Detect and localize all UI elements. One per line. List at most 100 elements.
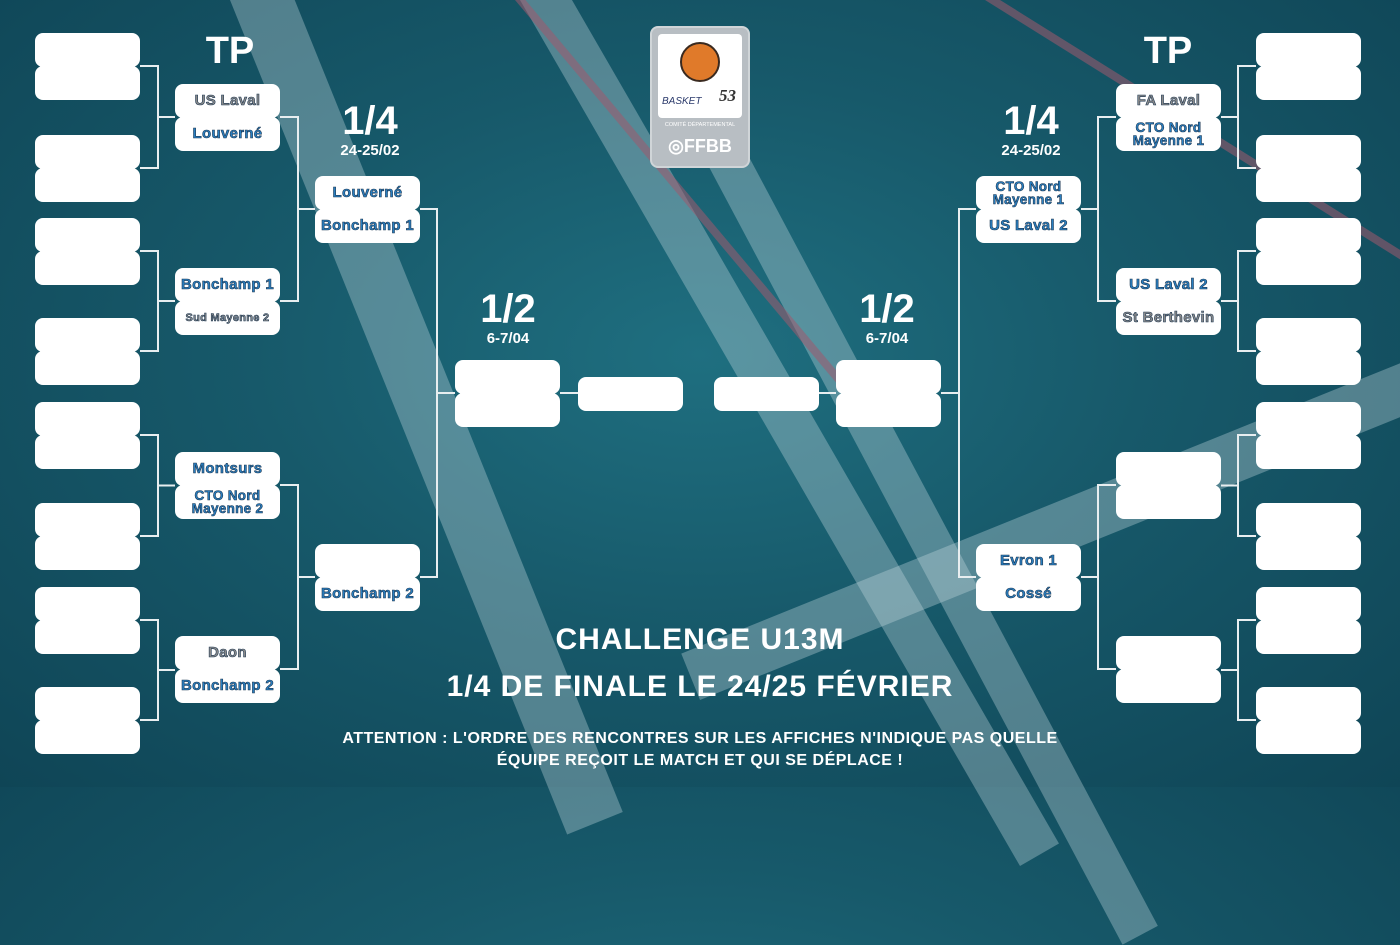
connector-line (1097, 116, 1116, 302)
team-name: Sud Mayenne 2 (185, 312, 270, 325)
connector-line (140, 250, 159, 352)
team-slot (35, 66, 140, 100)
round-of-16-box (35, 402, 140, 469)
team-slot: Bonchamp 1 (175, 268, 280, 302)
team-slot (1256, 135, 1361, 169)
connector-line (1237, 250, 1256, 352)
team-slot (1256, 503, 1361, 537)
team-name: Louverné (192, 125, 263, 142)
connector-line (958, 208, 976, 578)
team-slot (35, 620, 140, 654)
team-slot (1116, 485, 1221, 519)
team-slot (35, 318, 140, 352)
left-semi-match (455, 360, 560, 427)
team-name: Daon (208, 644, 247, 661)
team-slot: Sud Mayenne 2 (175, 301, 280, 335)
team-name: Bonchamp 1 (320, 217, 414, 234)
team-name: CTO Nord Mayenne 2 (191, 488, 264, 516)
team-slot (1256, 318, 1361, 352)
team-slot (1256, 351, 1361, 385)
team-name: Bonchamp 2 (180, 677, 274, 694)
team-slot (1256, 587, 1361, 621)
team-slot: St Berthevin (1116, 301, 1221, 335)
challenge-title: CHALLENGE U13M (555, 623, 845, 656)
team-slot: Evron 1 (976, 544, 1081, 578)
team-name: Bonchamp 2 (320, 585, 414, 602)
team-slot: CTO Nord Mayenne 1 (976, 176, 1081, 210)
notice-line-2: ÉQUIPE REÇOIT LE MATCH ET QUI SE DÉPLACE… (496, 752, 904, 769)
right-finalist-slot (714, 377, 819, 411)
team-name: Montsurs (192, 460, 263, 477)
round-of-16-box (35, 33, 140, 100)
round-of-16-box (1256, 318, 1361, 385)
team-name: US Laval 2 (1129, 276, 1208, 293)
team-slot: Bonchamp 2 (315, 577, 420, 611)
tp-match (1116, 452, 1221, 519)
team-slot (35, 720, 140, 754)
team-name: US Laval 2 (989, 217, 1068, 234)
team-name: St Berthevin (1122, 309, 1215, 326)
quarter-match: CTO Nord Mayenne 1 US Laval 2 (976, 176, 1081, 243)
team-slot (1256, 66, 1361, 100)
team-slot (836, 393, 941, 427)
round-of-16-box (1256, 33, 1361, 100)
team-slot (1256, 620, 1361, 654)
team-slot (1116, 636, 1221, 670)
team-slot: US Laval 2 (1116, 268, 1221, 302)
right-tp-label: TP (1143, 30, 1193, 72)
round-of-16-box (1256, 218, 1361, 285)
team-slot (1256, 168, 1361, 202)
team-slot (1256, 402, 1361, 436)
bracket-connectors (140, 65, 1256, 721)
connector-line (140, 434, 159, 537)
team-slot (1116, 669, 1221, 703)
quarter-match: Evron 1 Cossé (976, 544, 1081, 611)
notice-line-1: ATTENTION : L'ORDRE DES RENCONTRES SUR L… (342, 730, 1058, 747)
team-name: Louverné (332, 184, 403, 201)
team-name: FA Laval (1136, 92, 1201, 109)
round-of-16-box (35, 687, 140, 754)
team-slot (35, 33, 140, 67)
round-of-16-box (35, 135, 140, 202)
team-slot (35, 687, 140, 721)
connector-line (1237, 65, 1256, 169)
team-slot: Bonchamp 2 (175, 669, 280, 703)
round-of-16-box (1256, 402, 1361, 469)
team-slot (1256, 536, 1361, 570)
right-semi-match (836, 360, 941, 427)
team-slot (1256, 435, 1361, 469)
team-slot (1116, 452, 1221, 486)
team-name: CTO Nord Mayenne 1 (1132, 120, 1205, 148)
connector-line (280, 116, 299, 302)
connector-line (420, 208, 438, 578)
team-slot (1256, 33, 1361, 67)
team-slot: CTO Nord Mayenne 2 (175, 485, 280, 519)
team-slot: Bonchamp 1 (315, 209, 420, 243)
team-slot (35, 435, 140, 469)
round-of-16-box (35, 218, 140, 285)
team-slot: Louverné (315, 176, 420, 210)
team-name: Cossé (1005, 585, 1052, 602)
team-slot (35, 587, 140, 621)
team-slot (1256, 251, 1361, 285)
basketball-icon (680, 42, 720, 82)
round-of-16-box (35, 503, 140, 570)
team-slot (35, 168, 140, 202)
tp-match: US Laval 2 St Berthevin (1116, 268, 1221, 335)
team-slot (35, 135, 140, 169)
connector-line (140, 65, 159, 169)
left-finalist-slot (578, 377, 683, 411)
team-slot (35, 351, 140, 385)
team-slot (1256, 720, 1361, 754)
team-slot (35, 503, 140, 537)
team-slot (35, 402, 140, 436)
round-of-16-box (1256, 503, 1361, 570)
team-slot (35, 536, 140, 570)
team-slot (455, 360, 560, 394)
